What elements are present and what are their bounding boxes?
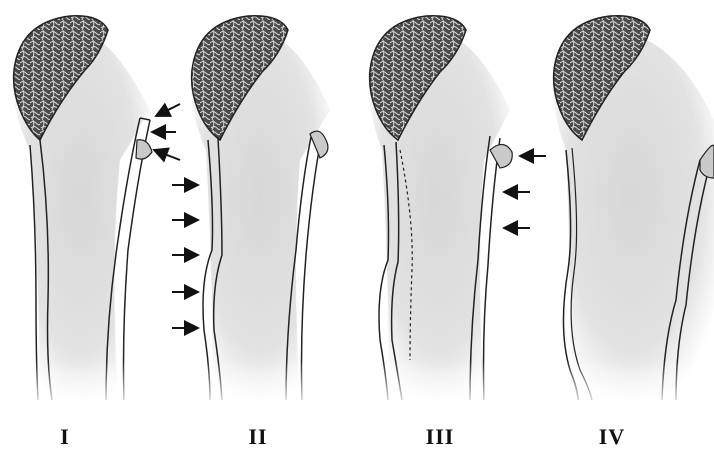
stage-iv-bone	[552, 16, 714, 400]
stage-ii-arrows	[172, 185, 198, 328]
stage-label-iii: III	[400, 424, 480, 450]
stage-label-iv: IV	[572, 424, 652, 450]
stage-label-i: I	[25, 424, 105, 450]
stage-iii-arrows	[504, 156, 546, 228]
stage-ii-bone	[190, 16, 330, 400]
stage-i-bone	[12, 16, 152, 400]
stage-i-arrows	[152, 104, 180, 160]
stage-label-ii: II	[218, 424, 298, 450]
stage-iii-bone	[368, 16, 512, 400]
